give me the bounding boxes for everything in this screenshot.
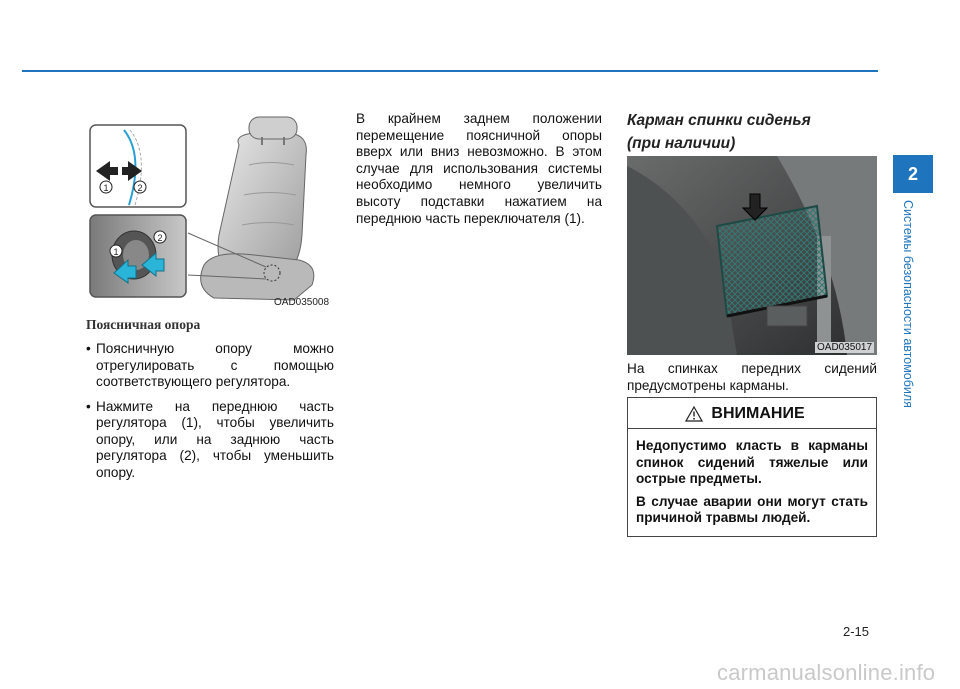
lumbar-support-figure: 1 2 1 2 OAD035008 [84,115,334,311]
warning-box: ВНИМАНИЕ Недопустимо класть в карманы сп… [627,397,877,537]
section-subtitle: (при наличии) [627,135,736,152]
bullet-list: Поясничную опору можно отрегулировать с … [86,341,334,489]
svg-text:1: 1 [113,247,118,257]
warning-divider [628,428,876,429]
warning-text: В случае аварии они могут стать причиной… [636,493,868,526]
chapter-tab: 2 [893,155,933,193]
figure-code: OAD035008 [274,297,330,308]
section-title: Карман спинки сиденья [627,112,811,129]
section-heading: Поясничная опора [86,317,201,332]
warning-title: ВНИМАНИЕ [711,405,805,422]
svg-text:2: 2 [157,233,162,243]
list-item: Нажмите на переднюю часть регулятора (1)… [86,399,334,482]
warning-body: Недопустимо класть в карманы спинок сиде… [636,438,868,533]
body-paragraph: На спинках передних сидений предусмотрен… [627,361,877,393]
page-number: 2-15 [843,624,870,639]
watermark: carmanualsonline.info [717,660,936,685]
seatback-pocket-figure: OAD035017 [627,156,877,355]
svg-text:2: 2 [137,183,142,193]
svg-text:1: 1 [103,183,108,193]
list-item: Поясничную опору можно отрегулировать с … [86,341,334,391]
header-rule [22,70,878,72]
seatback-pocket-illustration [627,156,877,355]
figure-code: OAD035017 [815,342,875,353]
chapter-title: Системы безопасности автомобиля [901,200,915,408]
seat-illustration: 1 2 1 2 [89,116,315,301]
warning-triangle-icon [685,406,703,422]
warning-header: ВНИМАНИЕ [628,398,876,428]
chapter-side-label: Системы безопасности автомобиля [898,200,918,430]
warning-text: Недопустимо класть в карманы спинок сиде… [636,438,868,487]
body-paragraph: В крайнем заднем положении перемещение п… [356,111,602,226]
